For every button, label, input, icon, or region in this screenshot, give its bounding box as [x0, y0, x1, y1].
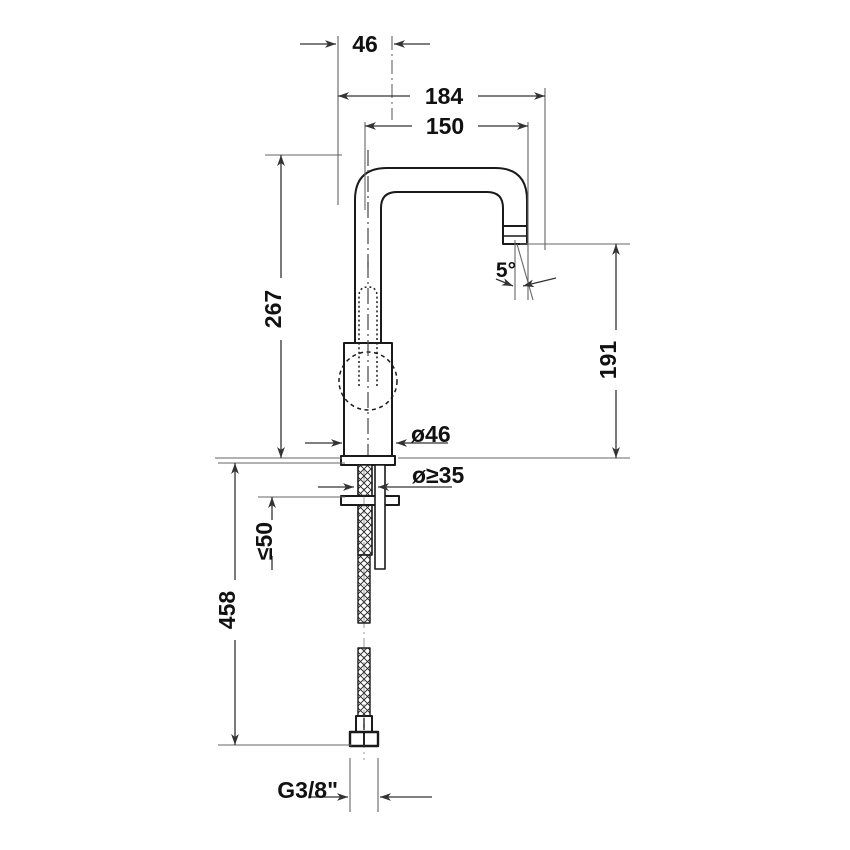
dim-label-g38-thread: G3/8"	[277, 777, 338, 803]
faucet-geometry	[338, 150, 528, 760]
dim-label-191: 191	[595, 341, 621, 380]
dim-label-150: 150	[426, 113, 464, 139]
dim-label-458: 458	[214, 591, 240, 630]
dim-label-50-max: ≤50	[251, 522, 277, 560]
base-plate	[340, 455, 396, 466]
extension-lines	[215, 36, 630, 812]
dimline-5deg-left	[495, 278, 514, 287]
ext-line-5deg-slant	[516, 243, 534, 301]
cartridge-stem-hidden	[358, 286, 378, 386]
dimension-lines	[231, 40, 620, 801]
dim-label-267: 267	[260, 290, 286, 328]
threaded-shank	[357, 464, 373, 556]
mounting-washer	[340, 495, 400, 506]
dim-label-dia46: ø46	[411, 421, 451, 447]
secondary-tube	[374, 464, 386, 570]
flex-hose-upper	[357, 554, 371, 624]
dimline-5deg-right	[522, 277, 557, 288]
dim-label-dia35-min: ø≥35	[412, 462, 464, 488]
dim-label-46: 46	[352, 31, 378, 57]
dim-label-5deg: 5°	[496, 259, 516, 282]
dim-label-184: 184	[425, 83, 464, 109]
spout-outer-contour	[354, 167, 528, 330]
spout-inner-contour	[380, 191, 504, 330]
dimension-labels: 46 184 150 267 191 458 ≤50 5° ø46 ø≥35 G…	[214, 31, 621, 803]
